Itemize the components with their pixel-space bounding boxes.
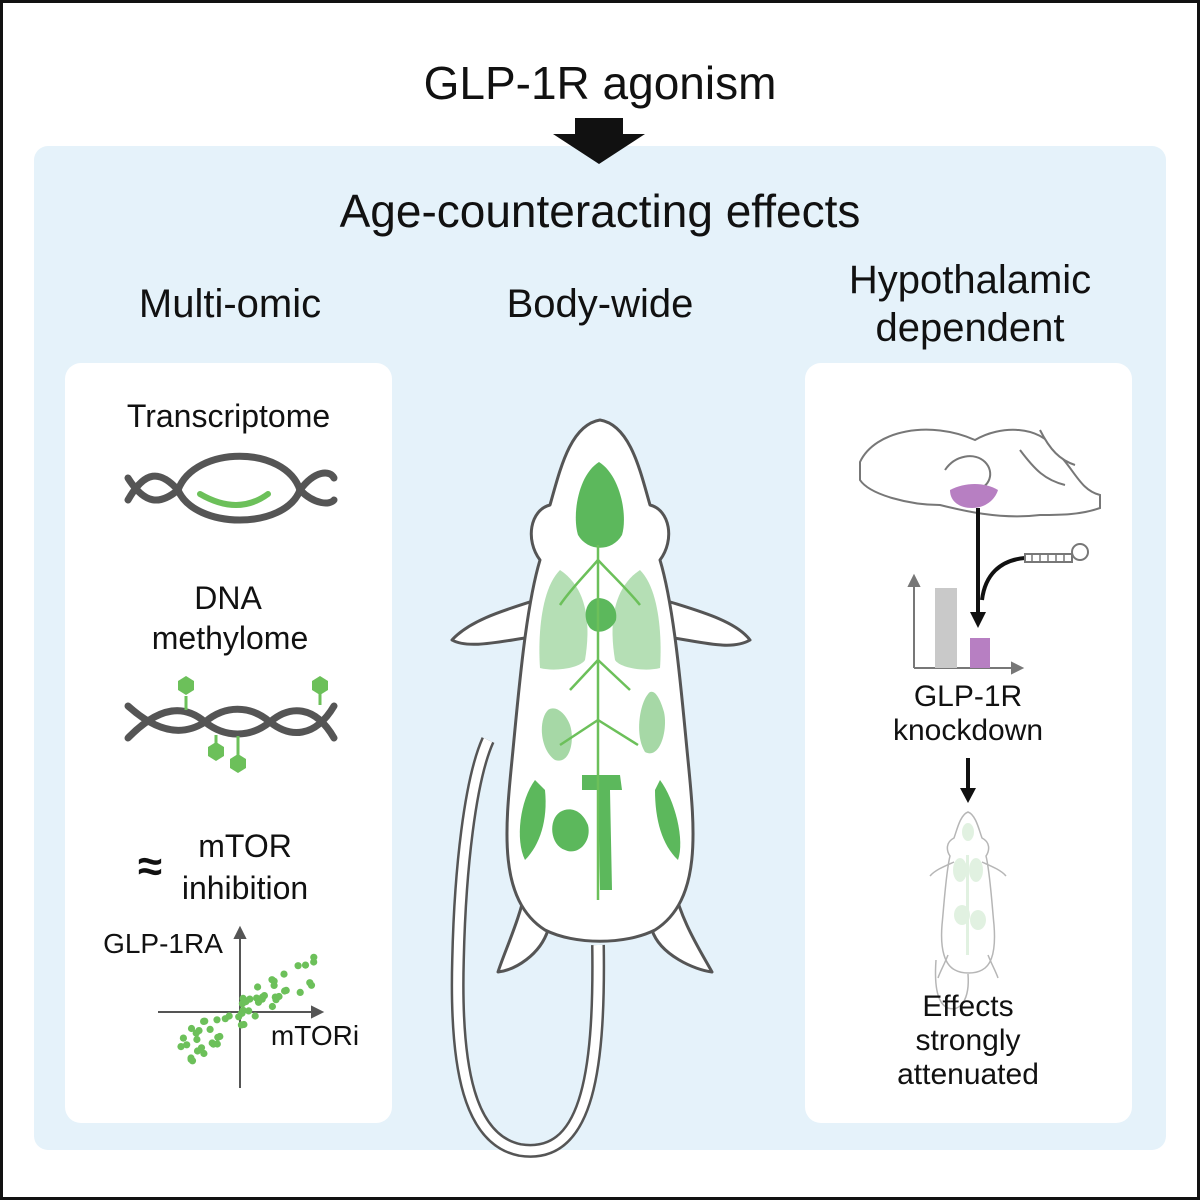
scatter-point [245,1007,253,1015]
knockdown-label-1: GLP-1R [913,680,1023,713]
scatter-point [213,1016,221,1024]
scatter-x-label: mTORi [270,1020,360,1051]
scatter-point [301,961,310,969]
scatter-point [268,1002,276,1011]
scatter-point [187,1024,196,1033]
scatter-point [254,983,262,991]
scatter-point [253,994,261,1002]
scatter-point [239,1006,247,1014]
effects-label-2: strongly [915,1024,1021,1057]
scatter-point [177,1043,185,1051]
effects-label-1: Effects [922,990,1014,1023]
heading-dependent: dependent [875,306,1065,350]
scatter-point [195,1027,203,1035]
scatter-point [294,962,302,970]
dna-label: DNA [194,580,262,616]
scatter-point [221,1015,229,1023]
scatter-point [306,979,314,987]
scatter-y-label: GLP-1RA [103,928,223,959]
scatter-point [310,958,318,966]
effects-label-3: attenuated [897,1058,1039,1091]
scatter-point [208,1039,216,1047]
transcriptome-label: Transcriptome [126,398,331,434]
heading-body-wide: Body-wide [506,282,694,326]
mtor-label: mTOR [198,828,292,864]
scatter-point [239,994,247,1003]
panel-subtitle: Age-counteracting effects [339,185,861,237]
scatter-point [280,970,288,978]
scatter-point [193,1035,201,1044]
scatter-point [275,992,283,1001]
scatter-point [251,1012,259,1020]
scatter-point [193,1047,202,1055]
scatter-point [200,1049,208,1058]
main-title: GLP-1R agonism [423,57,777,109]
knockdown-label-2: knockdown [892,714,1044,747]
methylome-label: methylome [151,620,309,656]
scatter-point [179,1034,187,1042]
heading-hypothalamic: Hypothalamic [848,258,1092,302]
scatter-point [281,987,289,995]
multi-omic-card [65,363,392,1123]
scatter-point [258,995,266,1003]
bar-control [935,588,957,668]
scatter-point [296,988,304,997]
inhibition-label: inhibition [181,870,309,906]
scatter-point [206,1025,214,1033]
approx-symbol: ≈ [137,842,163,891]
scatter-point [270,981,278,990]
scatter-point [214,1033,222,1041]
bar-knockdown [970,638,990,668]
scatter-point [183,1041,191,1049]
scatter-point [240,1020,248,1029]
scatter-point [188,1057,197,1065]
scatter-point [200,1017,208,1025]
heading-multi-omic: Multi-omic [138,282,322,326]
